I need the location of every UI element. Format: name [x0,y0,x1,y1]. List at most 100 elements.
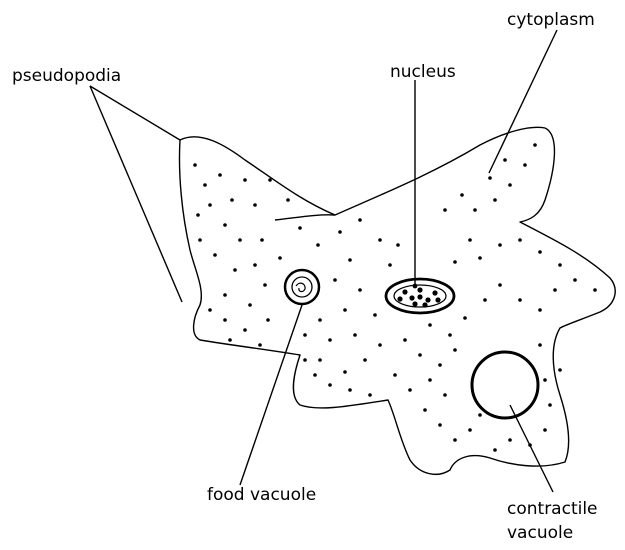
cytoplasm-granule [573,278,577,282]
cytoplasm-granule [453,348,457,352]
cytoplasm-granule [368,393,372,397]
cytoplasm-granule [266,318,270,322]
cytoplasm-granule [538,250,542,254]
chromatin-granule [402,289,407,294]
chromatin-granule [432,290,437,295]
cytoplasm-granule [558,263,562,267]
label-cytoplasm: cytoplasm [507,10,595,30]
cytoplasm-granule [328,338,332,342]
cytoplasm-granule [316,243,320,247]
chromatin-granule [412,301,417,306]
cytoplasm-granule [208,308,212,312]
cytoplasm-granule [533,143,537,147]
cytoplasm-granule [218,173,222,177]
cytoplasm-granule [358,288,362,292]
cytoplasm-granule [230,198,234,202]
cytoplasm-granule [523,163,527,167]
cytoplasm-granule [460,193,464,197]
cytoplasm-granule [543,378,547,382]
cytoplasm-granule [208,203,212,207]
cytoplasm-granule [378,343,382,347]
cytoplasm-granule [443,208,447,212]
cytoplasm-granule [258,343,262,347]
cytoplasm-granule [243,328,247,332]
cytoplasm-granule [408,388,412,392]
chromatin-granule [409,295,414,300]
cytoplasm-granule [478,413,482,417]
cytoplasm-granule [428,323,432,327]
cytoplasm-granule [393,373,397,377]
nucleus-leader-tip [413,284,418,289]
cytoplasm-granule [338,230,342,234]
cytoplasm-granule [453,438,457,442]
cytoplasm-granule [253,203,257,207]
cytoplasm-granule [223,318,227,322]
cytoplasm-granule [388,263,392,267]
cytoplasm-granule [318,318,322,322]
cytoplasm-granule [518,238,522,242]
cytoplasm-granule [403,338,407,342]
cytoplasm-granule [286,198,290,202]
cytoplasm-granule [343,308,347,312]
food-vacuole-outer-ring [285,270,319,304]
cytoplasm-granule [473,208,477,212]
cytoplasm-granule [228,338,232,342]
cytoplasm-granule [196,213,200,217]
cytoplasm-granule [263,283,267,287]
cytoplasm-granule [418,353,422,357]
cytoplasm-granule [243,178,247,182]
chromatin-granule [417,287,422,292]
chromatin-granule [417,294,422,299]
nucleus [386,279,454,313]
cytoplasm-granule [493,448,497,452]
cytoplasm-granule [278,256,282,260]
cytoplasm-granule [343,370,347,374]
cytoplasm-granule [508,183,512,187]
cytoplasm-granule [548,403,552,407]
cytoplasm-granule [348,388,352,392]
cytoplasm-granule [373,313,377,317]
cytoplasm-granule [328,383,332,387]
label-pseudopodia: pseudopodia [12,66,121,86]
pseudopodia-leader-2 [90,86,182,302]
cytoplasm-granule [238,238,242,242]
cytoplasm-granule [260,238,264,242]
cytoplasm-granule [303,333,307,337]
cytoplasm-granule [223,293,227,297]
cytoplasm-granule [538,308,542,312]
cytoplasm-granule [358,218,362,222]
contractile-vacuole [472,352,538,418]
label-contractile-vacuole-line2: vacuole [507,523,573,543]
cytoplasm-granule [438,423,442,427]
chromatin-granule [425,297,430,302]
cytoplasm-granule [203,183,207,187]
chromatin-granule [397,296,402,301]
cytoplasm-granule [268,178,272,182]
cytoplasm-granule [453,260,457,264]
cytoplasm-granule [396,243,400,247]
label-contractile-vacuole-line1: contractile [507,499,598,519]
cytoplasm-granule [198,238,202,242]
cytoplasm-granule [443,393,447,397]
cytoplasm-granule [483,298,487,302]
cytoplasm-granule [498,243,502,247]
chromatin-granule [435,297,440,302]
cytoplasm-granule [463,316,467,320]
cytoplasm-granule [423,408,427,412]
cytoplasm-granule [303,358,307,362]
cytoplasm-granule [298,226,302,230]
cytoplasm-granule [348,258,352,262]
cytoplasm-granule [538,343,542,347]
cytoplasm-granule [318,358,322,362]
cytoplasm-granule [488,176,492,180]
pseudopodia-leader-1 [90,86,180,140]
cytoplasm-granule [448,333,452,337]
cytoplasm-granule [353,333,357,337]
cytoplasm-granule [438,363,442,367]
chromatin-granule [422,302,427,307]
cytoplasm-granule [478,256,482,260]
cytoplasm-granule [498,283,502,287]
cytoplasm-granule [543,428,547,432]
cytoplasm-granule [468,238,472,242]
cytoplasm-granule [553,288,557,292]
